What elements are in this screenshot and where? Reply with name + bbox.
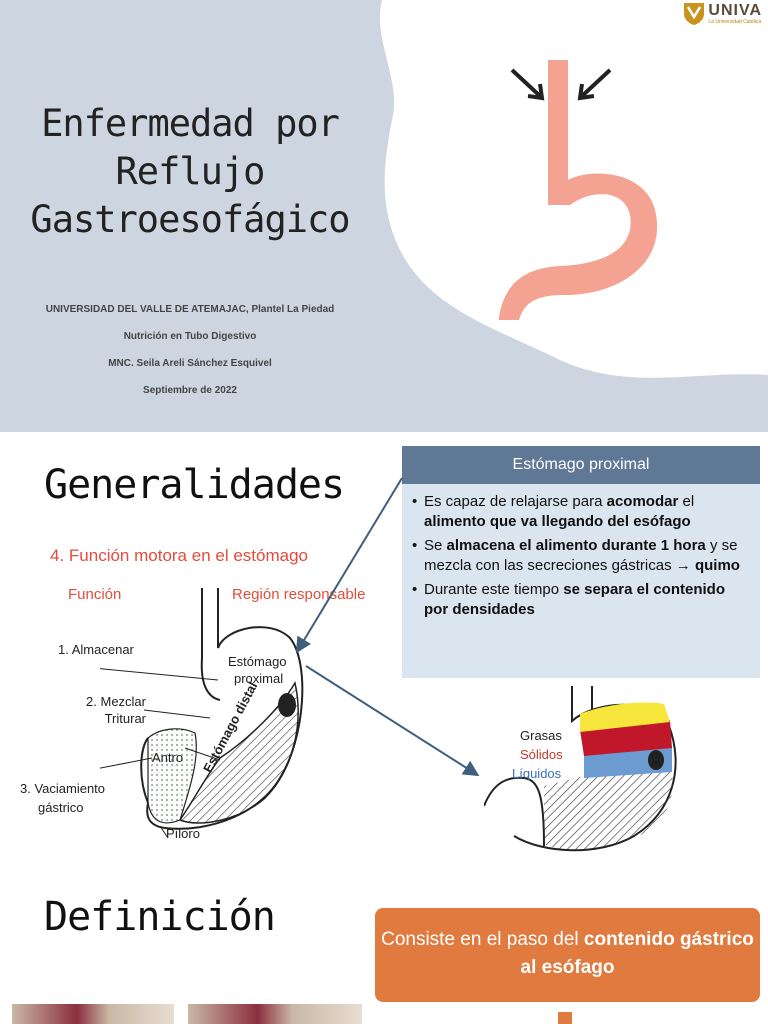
presentation-title: Enfermedad por Reflujo Gastroesofágico [20,100,360,244]
layered-stomach-diagram [484,686,677,852]
endoscopy-photo [12,1004,174,1024]
fats-label: Grasas [520,728,562,743]
proximal-stomach-label-2: proximal [234,671,284,686]
bullet-text: el [678,493,695,510]
function-column-label: Función [68,586,122,603]
bullet-item: Durante este tiempo se separa el conteni… [412,580,752,620]
title-slide: Enfermedad por Reflujo Gastroesofágico U… [0,0,768,432]
antrum-region [147,728,197,824]
fat-layer [580,702,670,732]
bullet-text-bold: acomodar [606,493,679,510]
endoscopy-photo [188,1004,362,1024]
univa-logo: UNIVA La Universidad Católica [683,2,762,26]
antrum-label: Antro [152,750,184,765]
proximal-stomach-label: Estómago [228,654,287,669]
logo-name: UNIVA [708,2,762,19]
title-line: Enfermedad por [41,102,340,145]
liquids-label: Líquidos [512,766,562,781]
definition-box: Consiste en el paso del contenido gástri… [375,908,760,1002]
definition-text: Consiste en el paso del [381,929,584,950]
distal-stomach-region [178,681,299,824]
mix-label: 2. Mezclar [86,694,146,709]
author-text: MNC. Seila Areli Sánchez Esquivel [108,358,272,369]
generalities-slide: Generalidades 4. Función motora en el es… [0,438,768,870]
definition-slide: Definición Consiste en el paso del conte… [0,876,768,1024]
bullet-text-bold: quimo [694,557,740,574]
stomach-illustration [498,60,657,320]
bullet-text: Es capaz de relajarse para [424,493,607,510]
arrow-icon [510,68,542,98]
emptying-label: 3. Vaciamiento [20,781,106,796]
bullet-text: → [675,557,695,574]
slide-title: Generalidades [44,462,345,508]
course-text: Nutrición en Tubo Digestivo [123,331,257,342]
slide-title: Definición [44,894,276,940]
motor-function-heading: 4. Función motora en el estómago [50,546,308,565]
logo-tagline: La Universidad Católica [708,19,762,25]
background-blob [0,0,768,432]
title-line: Gastroesofágico [30,198,350,241]
university-text: UNIVERSIDAD DEL VALLE DE ATEMAJAC, Plant… [45,304,335,315]
date-text: Septiembre de 2022 [143,385,237,396]
arrow-icon [580,68,612,98]
bullet-text-bold: se separa el contenido por densidades [424,581,725,618]
grind-label: Triturar [104,711,146,726]
bullet-text-bold: alimento que va llegando del esófago [424,513,691,530]
presentation-meta: UNIVERSIDAD DEL VALLE DE ATEMAJAC, Plant… [20,302,360,410]
definition-text-bold: contenido gástrico al esófago [520,929,754,978]
proximal-stomach-box-heading: Estómago proximal [402,446,760,484]
proximal-stomach-box: Es capaz de relajarse para acomodar el a… [402,484,760,678]
down-arrow-icon [558,1012,572,1024]
bullet-text: y se mezcla con las secreciones gástrica… [424,537,738,574]
title-line: Reflujo [115,150,266,193]
emptying-label-2: gástrico [38,800,84,815]
bullet-text: Durante este tiempo [424,581,564,598]
hatched-content [544,772,673,850]
pylorus-label: Píloro [166,826,200,841]
shield-icon [684,3,705,25]
stomach-diagram [100,588,304,839]
bullet-list: Es capaz de relajarse para acomodar el a… [412,492,752,620]
bullet-text-bold: almacena el alimento durante 1 hora [446,537,706,554]
bullet-item: Es capaz de relajarse para acomodar el a… [412,492,752,532]
store-label: 1. Almacenar [58,642,134,657]
stomach-shape [498,60,657,320]
solids-label: Sólidos [520,747,563,762]
bullet-text: Se [424,537,447,554]
bullet-item: Se almacena el alimento durante 1 hora y… [412,536,752,576]
